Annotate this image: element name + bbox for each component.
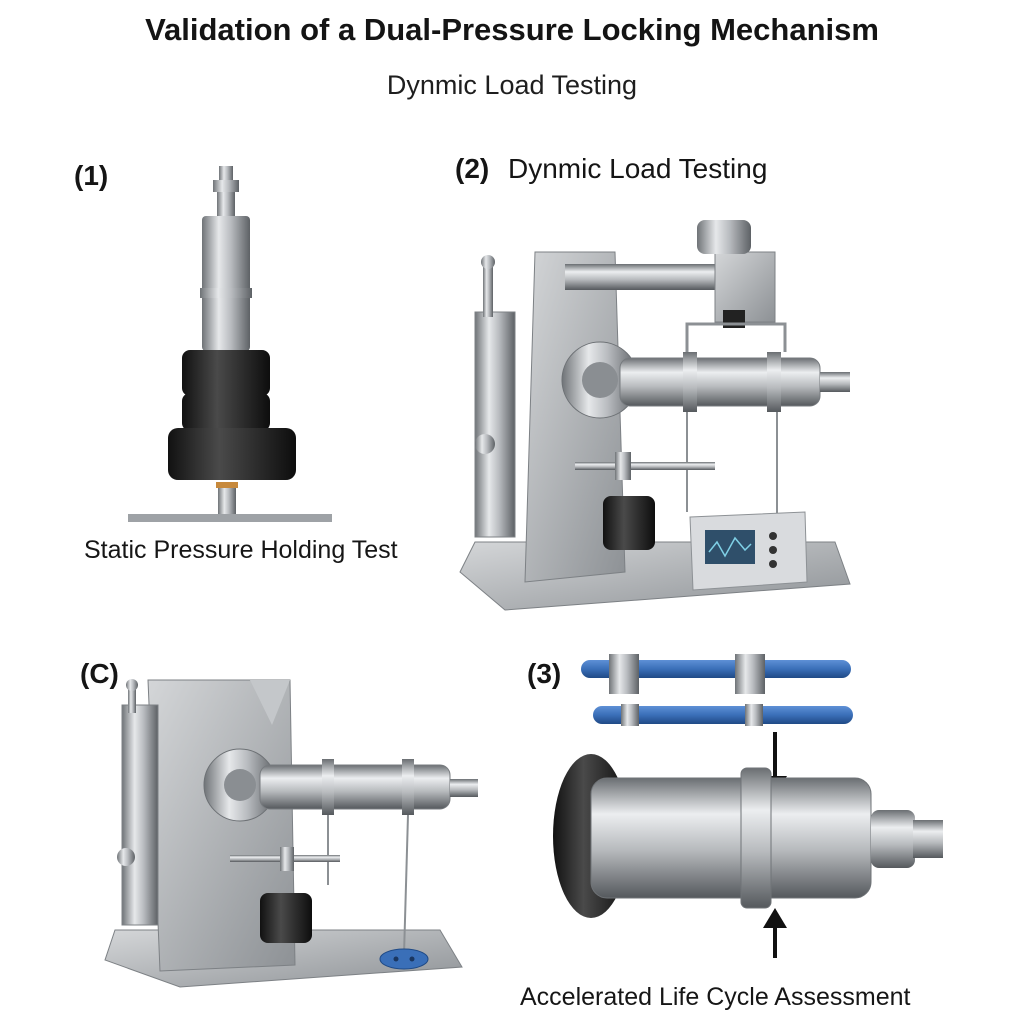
rod-clamp-right [735,654,765,694]
test-weight [603,496,655,550]
rod-clamp-left [609,654,639,694]
control-button-2 [769,546,777,554]
cylinder-body [590,777,872,899]
load-cell [697,220,751,254]
cylinder-body [202,216,250,351]
cylinder-clamp-left [322,759,334,815]
side-rod [128,685,136,713]
panel-3-label: (3) [527,658,562,689]
panel-c-illustration [104,679,478,988]
pressure-line [575,462,715,470]
valve-knob [475,434,495,454]
blue-rod-bottom [593,706,853,724]
figure-title: Validation of a Dual-Pressure Locking Me… [145,12,879,47]
rod-clamp-lower-right [745,704,763,726]
panel-3-illustration [553,654,943,958]
cylinder-fitting [820,372,850,392]
disc-hole-1 [393,956,399,962]
test-weight [260,893,312,943]
base-plate [128,514,332,522]
cylinder-clamp-right [767,352,781,412]
panel-1-label: (1) [74,160,109,191]
side-rod-knob [126,679,138,691]
brass-collar [216,482,238,488]
top-fitting-tip [219,166,233,182]
panel-2-illustration [459,220,851,611]
frame-gusset [250,680,290,725]
figure-subtitle: Dynmic Load Testing [386,70,638,100]
cylinder-fitting [913,820,943,858]
panel-c-label: (C) [80,658,119,689]
load-yoke [685,322,787,352]
hanger-wire-right [403,814,409,956]
blue-rod-top [581,660,851,678]
flange-center [224,769,256,801]
cylinder-clamp-left [683,352,697,412]
horizontal-cylinder [619,357,821,407]
line-valve [615,452,631,480]
rod-clamp-lower-left [621,704,639,726]
bottom-bolt [218,488,236,516]
arrow-bottom-head [763,908,787,928]
cylinder-band [200,288,252,298]
line-valve [280,847,294,871]
rubber-ring-middle [182,393,270,431]
main-frame [524,251,626,583]
disc-hole-2 [409,956,415,962]
rubber-ring-base [168,428,296,480]
valve-knob [117,848,135,866]
flange-center [582,362,618,398]
cylinder-ring [740,767,772,909]
side-rod-knob [481,255,495,269]
cylinder-fitting [450,779,478,797]
cylinder-nose [871,810,915,868]
top-fitting-nut [213,180,239,192]
top-fitting-stem [217,192,235,216]
rubber-ring-top [182,350,270,396]
panel-3-caption: Accelerated Life Cycle Assessment [520,983,911,1011]
panel-1-illustration [128,166,332,522]
side-column [121,704,159,926]
screen-waveform [708,536,752,558]
panel-1-caption: Static Pressure Holding Test [84,536,398,564]
horizontal-cylinder [259,764,451,810]
control-button-1 [769,532,777,540]
control-button-3 [769,560,777,568]
cylinder-clamp-right [402,759,414,815]
panel-2-label: (2) [455,153,490,184]
panel-2-heading: Dynmic Load Testing [508,153,768,184]
side-column [474,311,516,538]
blue-base-disc [379,948,429,970]
side-rod [483,262,493,317]
